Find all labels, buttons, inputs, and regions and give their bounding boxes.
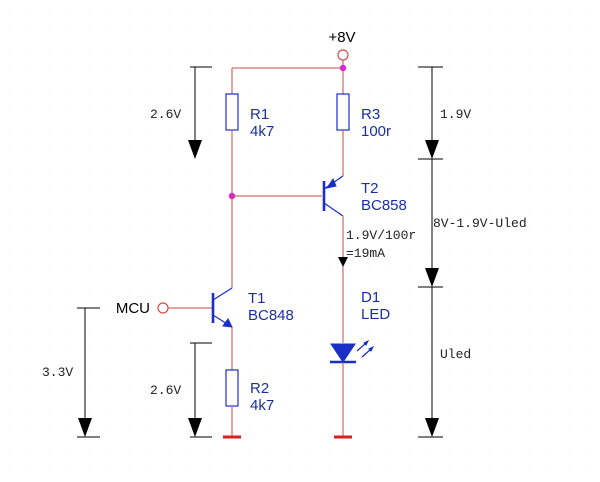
- voltage-t2: 8V-1.9V-Uled: [433, 216, 527, 231]
- t2-transistor: [322, 175, 344, 217]
- dimension-mcu: [77, 307, 100, 438]
- t2-ref: T2: [361, 180, 379, 197]
- r2-value: 4k7: [250, 397, 274, 414]
- dimension-right: [418, 66, 443, 438]
- voltage-r2: 2.6V: [150, 383, 181, 398]
- t1-ref: T1: [248, 290, 266, 307]
- voltage-r1: 2.6V: [150, 107, 181, 122]
- voltage-led: Uled: [440, 347, 471, 362]
- d1-value: LED: [361, 306, 390, 323]
- dimension-r1: [188, 66, 212, 159]
- current-arrow-icon: [338, 257, 348, 267]
- mcu-label: MCU: [116, 300, 150, 317]
- voltage-r3: 1.9V: [440, 107, 471, 122]
- current-calc-line2: =19mA: [346, 246, 385, 261]
- supply-terminal: [337, 49, 349, 61]
- r1-value: 4k7: [250, 123, 274, 140]
- dimension-r2: [188, 342, 212, 438]
- t1-value: BC848: [248, 307, 294, 324]
- d1-led: [330, 339, 375, 364]
- d1-ref: D1: [361, 289, 380, 306]
- r3-value: 100r: [361, 123, 391, 140]
- mcu-terminal: [157, 302, 169, 314]
- r2-ref: R2: [250, 380, 269, 397]
- current-calc-line1: 1.9V/100r: [346, 228, 416, 243]
- voltage-mcu: 3.3V: [42, 365, 73, 380]
- t1-transistor: [211, 287, 233, 328]
- supply-label: +8V: [328, 29, 355, 46]
- r1-ref: R1: [250, 106, 269, 123]
- r3-ref: R3: [361, 106, 380, 123]
- t2-value: BC858: [361, 197, 407, 214]
